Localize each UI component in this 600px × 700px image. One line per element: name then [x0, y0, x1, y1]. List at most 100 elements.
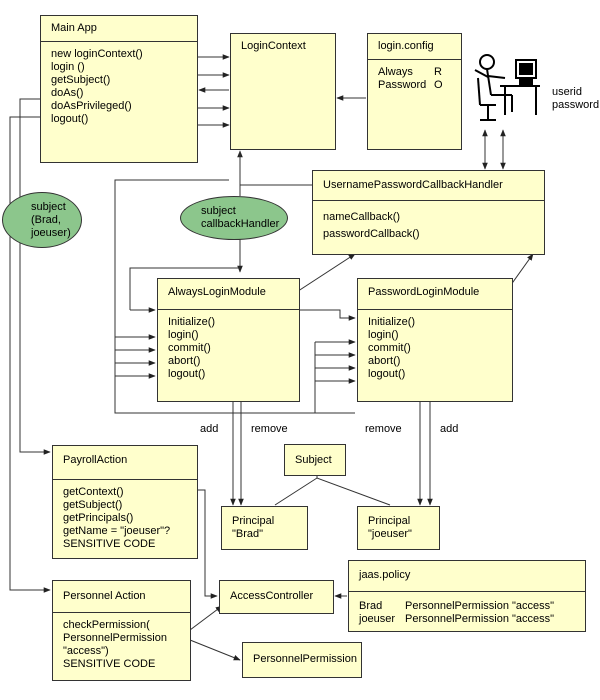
config-entry-flag: R — [434, 66, 442, 78]
personnel-action-methods: checkPermission( PersonnelPermission "ac… — [53, 613, 190, 671]
add-label-right: add — [440, 423, 459, 435]
method-abort: abort() — [168, 355, 201, 367]
method-check-permission-arg: PersonnelPermission — [63, 632, 167, 644]
principal-joeuser-lines: Principal "joeuser" — [358, 507, 439, 541]
policy-entry: Brad PersonnelPermission "access" — [359, 600, 585, 613]
arrow-into-password-1 — [300, 309, 356, 321]
callback-oval: subject callbackHandler — [180, 196, 288, 240]
arrow-main-to-personnel — [9, 116, 51, 593]
always-login-module-title: AlwaysLoginModule — [168, 286, 266, 298]
password-login-module-methods: Initialize() login() commit() abort() lo… — [358, 310, 512, 381]
add-label-left: add — [200, 423, 219, 435]
method-login: login() — [368, 329, 399, 341]
policy-entry-name: Brad — [359, 600, 383, 612]
method-login: login() — [168, 329, 199, 341]
policy-entry-perm: PersonnelPermission "access" — [405, 613, 555, 625]
method-commit: commit() — [368, 342, 411, 354]
subject-box-title: Subject — [295, 454, 332, 466]
method-logout: logout() — [368, 368, 406, 380]
callback-handler-box: UsernamePasswordCallbackHandler nameCall… — [312, 170, 545, 255]
config-entry: Password O — [378, 79, 461, 92]
password-login-module-box: PasswordLoginModule Initialize() login()… — [357, 278, 513, 402]
login-config-entries: Always R Password O — [368, 60, 461, 92]
userid-label: userid — [552, 86, 582, 98]
method-logout: logout() — [168, 368, 206, 380]
principal-joeuser-line: "joeuser" — [368, 528, 412, 540]
password-login-module-title: PasswordLoginModule — [368, 286, 480, 298]
payroll-action-methods: getContext() getSubject() getPrincipals(… — [53, 480, 197, 551]
arrow-main-to-payroll — [19, 98, 51, 455]
sensitive-code: SENSITIVE CODE — [63, 538, 156, 550]
password-label: password — [552, 99, 600, 111]
subject-box: Subject — [284, 444, 346, 476]
login-context-box: LoginContext — [230, 33, 336, 150]
config-entry-name: Password — [378, 79, 427, 91]
jaas-policy-box: jaas.policy Brad PersonnelPermission "ac… — [348, 560, 586, 632]
method-password-callback: passwordCallback() — [323, 228, 420, 240]
personnel-permission-title: PersonnelPermission — [253, 653, 357, 665]
access-controller-box: AccessController — [219, 580, 334, 614]
method-commit: commit() — [168, 342, 211, 354]
personnel-action-box: Personnel Action checkPermission( Person… — [52, 580, 191, 681]
principal-brad-box: Principal "Brad" — [221, 506, 308, 550]
context-frame-line — [114, 179, 355, 414]
method-check-permission: checkPermission( — [63, 619, 150, 631]
payroll-action-box: PayrollAction getContext() getSubject() … — [52, 445, 198, 559]
main-app-box: Main App new loginContext() login () get… — [40, 15, 198, 163]
remove-label-left: remove — [251, 423, 288, 435]
method-get-context: getContext() — [63, 486, 124, 498]
method-initialize: Initialize() — [168, 316, 216, 328]
method-initialize: Initialize() — [368, 316, 416, 328]
principal-brad-line: "Brad" — [232, 528, 264, 540]
method-abort: abort() — [368, 355, 401, 367]
user-at-computer-icon — [474, 54, 540, 121]
method-new-login-context: new loginContext() — [51, 48, 143, 60]
main-app-title: Main App — [51, 22, 97, 34]
arrow-personnel-to-permission — [189, 639, 241, 661]
method-logout: logout() — [51, 113, 89, 125]
callback-oval-line: callbackHandler — [201, 218, 280, 230]
subject-oval-line: joeuser) — [31, 227, 71, 239]
method-check-permission-arg: "access") — [63, 645, 109, 657]
callback-oval-line: subject — [201, 205, 236, 217]
arrow-handler-to-context — [237, 150, 312, 186]
subject-oval-line: subject — [31, 201, 66, 213]
method-get-name: getName = "joeuser"? — [63, 525, 171, 537]
payroll-action-title: PayrollAction — [63, 454, 128, 466]
method-get-subject: getSubject() — [63, 499, 123, 511]
method-login: login () — [51, 61, 85, 73]
login-config-box: login.config Always R Password O — [367, 33, 462, 150]
method-do-as-privileged: doAsPrivileged() — [51, 100, 132, 112]
policy-entry-name: joeuser — [359, 613, 396, 625]
always-login-module-box: AlwaysLoginModule Initialize() login() c… — [157, 278, 300, 402]
policy-entry-perm: PersonnelPermission "access" — [405, 600, 555, 612]
config-entry: Always R — [378, 66, 461, 79]
principal-brad-lines: Principal "Brad" — [222, 507, 307, 541]
arrow-into-always-1 — [129, 267, 240, 310]
arrow-personnel-to-access — [189, 605, 223, 631]
subject-oval: subject (Brad, joeuser) — [2, 192, 82, 248]
remove-label-right: remove — [365, 423, 402, 435]
method-get-subject: getSubject() — [51, 74, 111, 86]
policy-entry: joeuser PersonnelPermission "access" — [359, 613, 585, 626]
principal-brad-line: Principal — [232, 515, 275, 527]
method-get-principals: getPrincipals() — [63, 512, 134, 524]
method-name-callback: nameCallback() — [323, 211, 401, 223]
always-login-module-methods: Initialize() login() commit() abort() lo… — [158, 310, 299, 381]
personnel-permission-box: PersonnelPermission — [242, 642, 362, 678]
method-do-as: doAs() — [51, 87, 84, 99]
login-config-title: login.config — [378, 40, 434, 52]
callback-handler-title: UsernamePasswordCallbackHandler — [323, 179, 503, 191]
personnel-action-title: Personnel Action — [63, 590, 146, 602]
sensitive-code: SENSITIVE CODE — [63, 658, 156, 670]
subject-oval-line: (Brad, — [31, 214, 61, 226]
main-app-methods: new loginContext() login () getSubject()… — [41, 42, 197, 126]
principal-joeuser-line: Principal — [368, 515, 411, 527]
config-entry-flag: O — [434, 79, 443, 91]
jaas-policy-title: jaas.policy — [359, 569, 411, 581]
config-entry-name: Always — [378, 66, 413, 78]
principal-joeuser-box: Principal "joeuser" — [357, 506, 440, 550]
login-context-title: LoginContext — [241, 40, 306, 52]
subject-to-principals — [274, 477, 391, 506]
jaas-policy-entries: Brad PersonnelPermission "access" joeuse… — [349, 592, 585, 626]
